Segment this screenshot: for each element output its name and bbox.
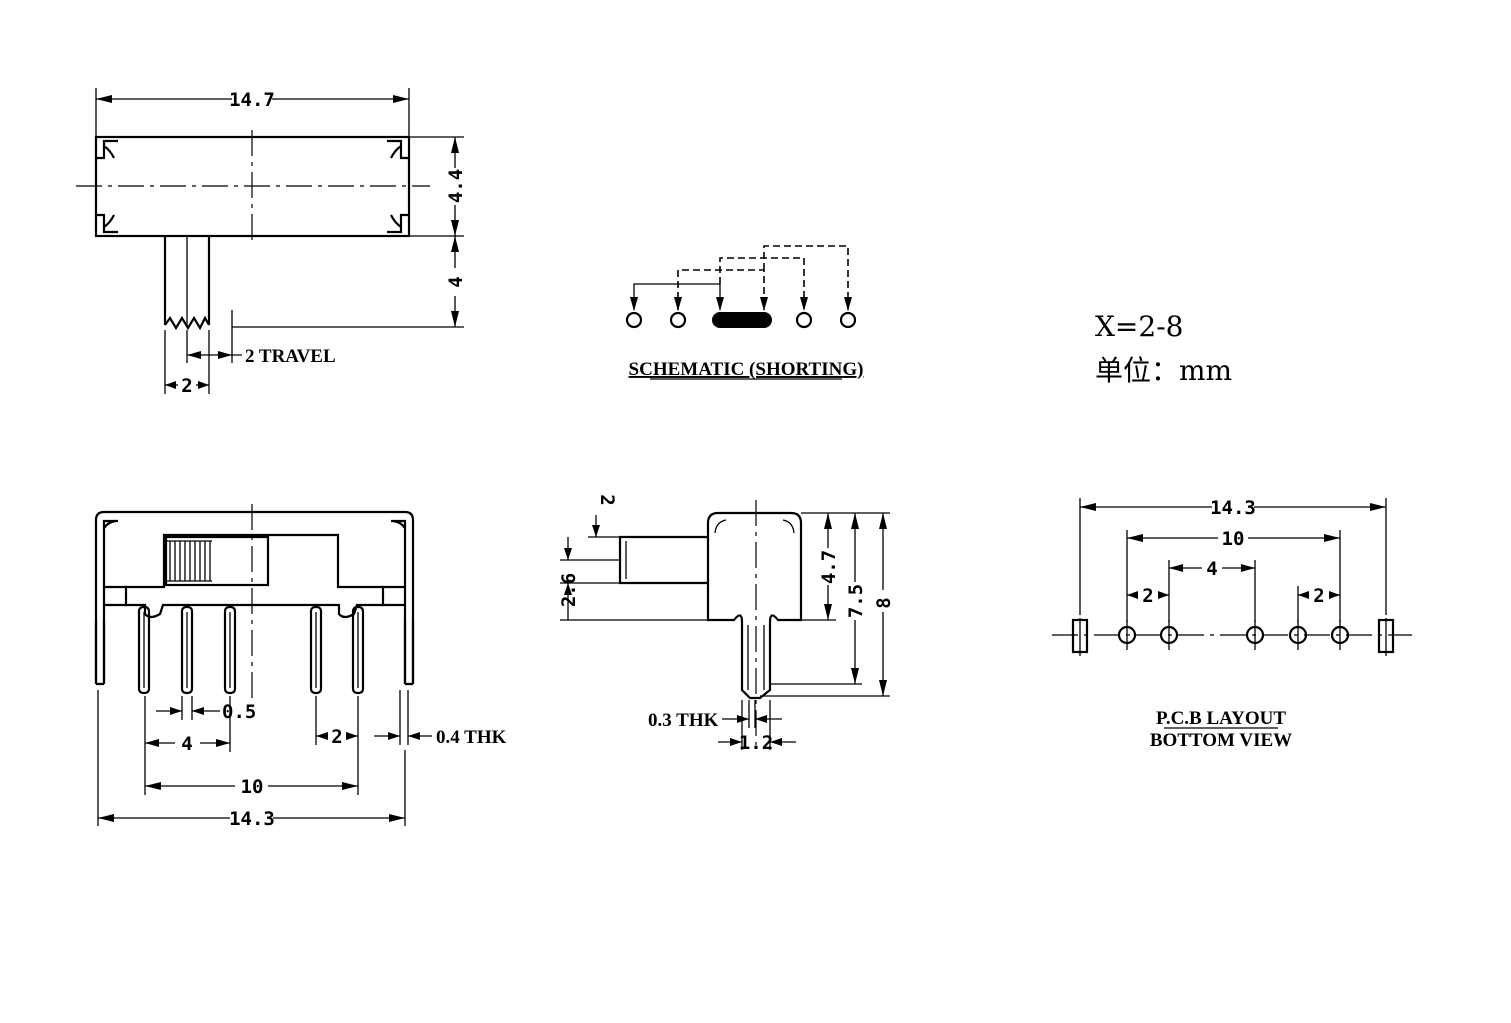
side-view: 2 2.6 4.7 7.5 8 (558, 494, 895, 754)
pcb-holes (1117, 620, 1350, 650)
dashed-link (719, 257, 805, 310)
corner-mark (96, 213, 118, 234)
corner-mark (96, 139, 118, 160)
mount-leg (403, 620, 415, 686)
slider (164, 535, 270, 587)
pins (94, 605, 415, 695)
dim-body-height: 4.7 (818, 550, 840, 584)
pin (137, 605, 151, 695)
dashed-link (677, 269, 765, 310)
dim-pcb-inner: 10 (1222, 528, 1245, 550)
side-actuator (618, 535, 708, 585)
dim-front-thickness: 0.4 THK (436, 727, 507, 748)
terminal (669, 311, 687, 329)
dim-actuator-offset: 2 (596, 494, 618, 505)
dim-pin-pitch: 2 (331, 726, 342, 748)
pcb-layout: 14.3 10 4 2 2 P.C.B LAYOUT BOTTOM VIEW (1052, 497, 1412, 751)
terminal (795, 311, 813, 329)
shorting-contact (712, 312, 772, 328)
pin (223, 605, 237, 695)
pin (309, 605, 323, 695)
dim-pin-group: 4 (181, 733, 192, 755)
dim-pcb-center: 4 (1206, 558, 1217, 580)
dim-pin-span: 1.2 (739, 732, 773, 754)
pcb-subtitle: BOTTOM VIEW (1150, 730, 1292, 751)
dim-pcb-right-pitch: 2 (1313, 585, 1324, 607)
dim-top-height: 4.4 (445, 169, 467, 203)
dim-inner-span: 10 (241, 776, 264, 798)
terminal (839, 311, 857, 329)
dim-actuator-height: 2.6 (558, 573, 580, 607)
terminal (625, 311, 643, 329)
dim-top-width: 14.7 (229, 89, 275, 111)
dim-pin-height: 7.5 (845, 584, 867, 618)
schematic: SCHEMATIC (SHORTING) (625, 245, 864, 380)
dim-pin-width: 0.5 (222, 701, 256, 723)
pin (351, 605, 365, 695)
dim-actuator-length: 4 (445, 276, 467, 287)
corner-mark (387, 139, 409, 160)
pcb-title: P.C.B LAYOUT (1156, 708, 1286, 729)
top-view: 14.7 4.4 4 2 TRAVEL 2 (76, 88, 467, 397)
dim-travel: 2 TRAVEL (245, 346, 336, 367)
schematic-title: SCHEMATIC (SHORTING) (629, 359, 864, 380)
corner-mark (387, 213, 409, 234)
frame (94, 510, 415, 684)
slider-knurl (166, 540, 212, 582)
dim-actuator-width: 2 (181, 375, 192, 397)
unit-note: 单位：mm (1095, 354, 1232, 387)
housing-bottom (126, 603, 383, 619)
actuator (163, 236, 211, 325)
mount-leg (94, 620, 106, 686)
housing-step (104, 585, 405, 607)
dim-pcb-left-pitch: 2 (1142, 585, 1153, 607)
front-view: 0.5 4 2 0.4 THK 10 (94, 504, 507, 830)
notes: X=2-8 单位：mm (1095, 310, 1232, 387)
break-line (164, 315, 210, 331)
dim-total-height: 8 (873, 597, 895, 608)
variant-note: X=2-8 (1095, 310, 1183, 343)
dashed-link (763, 245, 849, 310)
side-body (706, 511, 803, 700)
dim-side-thickness: 0.3 THK (648, 710, 719, 731)
housing-top (126, 533, 383, 589)
dim-front-width: 14.3 (229, 808, 275, 830)
dim-pcb-width: 14.3 (1210, 497, 1256, 519)
pin (180, 605, 194, 695)
